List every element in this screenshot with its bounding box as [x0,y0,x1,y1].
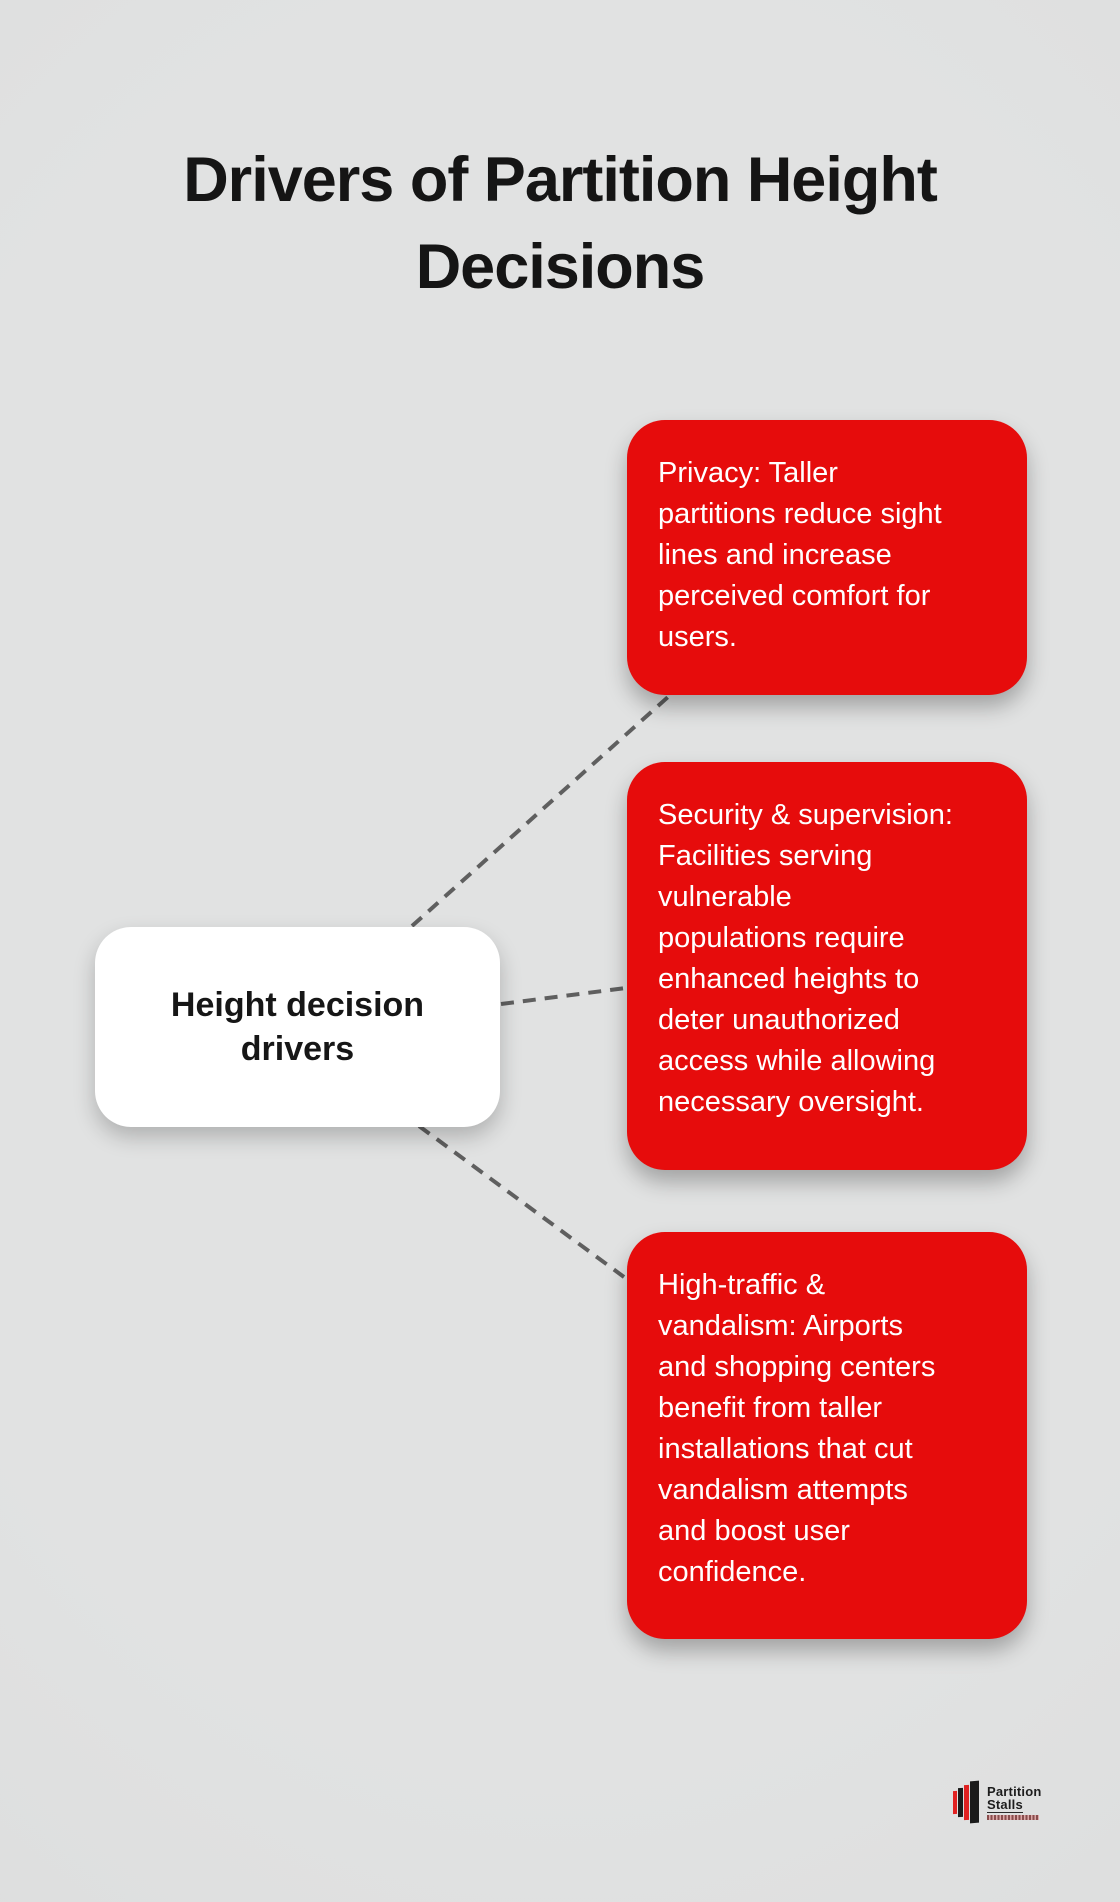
logo-bar-black-1 [958,1787,963,1817]
branch-card-text: Privacy: Taller partitions reduce sight … [658,457,942,653]
connector-line-security [500,986,627,1006]
branch-card-security: Security & supervision: Facilities servi… [627,762,1027,1170]
partition-stalls-logo: Partition Stalls [953,1780,1042,1824]
logo-bar-black-2 [970,1780,979,1824]
logo-panels-icon [953,1780,980,1824]
logo-wordmark-line2: Stalls [987,1796,1023,1813]
logo-wordmark-line1: Partition [987,1783,1042,1799]
center-node: Height decision drivers [95,927,500,1127]
connector-line-traffic [417,1124,626,1279]
branch-card-traffic: High-traffic & vandalism: Airports and s… [627,1232,1027,1639]
page-title: Drivers of Partition Height Decisions [183,145,938,303]
logo-bar-red-2 [964,1784,969,1820]
logo-tagline-strip [987,1814,1039,1820]
branch-card-text: Security & supervision: Facilities servi… [658,799,953,1118]
logo-text: Partition Stalls [987,1785,1042,1820]
branch-card-text: High-traffic & vandalism: Airports and s… [658,1269,936,1588]
branch-card-privacy: Privacy: Taller partitions reduce sight … [627,420,1027,695]
center-node-label: Height decision drivers [170,986,425,1068]
logo-bar-red-1 [953,1790,957,1814]
